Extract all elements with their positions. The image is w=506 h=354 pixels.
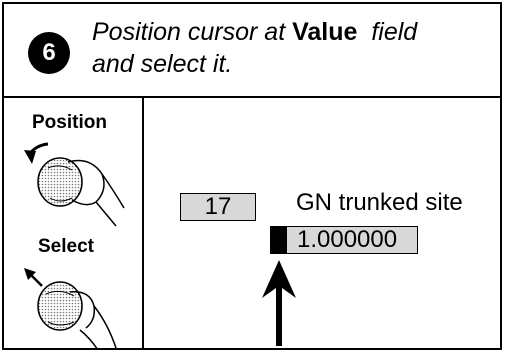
number-field[interactable]: 17 — [180, 193, 256, 221]
instruction-line1-prefix: Position cursor at — [92, 18, 286, 46]
instruction-card — [2, 2, 502, 350]
position-knob-icon[interactable] — [20, 138, 130, 228]
instruction-line1-suffix: field — [371, 18, 418, 46]
cursor-block — [270, 226, 286, 254]
step-instruction: Position cursor at Value field and selec… — [92, 16, 497, 80]
site-label: GN trunked site — [296, 189, 463, 216]
arrow-up-icon — [262, 260, 296, 346]
screen-display: 17 GN trunked site 1.000000 — [144, 98, 502, 350]
step-header: 6 Position cursor at Value field and sel… — [2, 2, 502, 98]
select-label: Select — [38, 236, 94, 257]
control-panel: Position Select — [2, 98, 144, 350]
value-field[interactable]: 1.000000 — [286, 226, 418, 254]
instruction-line2: and select it. — [92, 50, 233, 78]
position-label: Position — [32, 112, 107, 133]
instruction-field-name: Value — [292, 18, 358, 46]
step-number-badge: 6 — [28, 32, 70, 74]
select-knob-icon[interactable] — [20, 266, 130, 350]
